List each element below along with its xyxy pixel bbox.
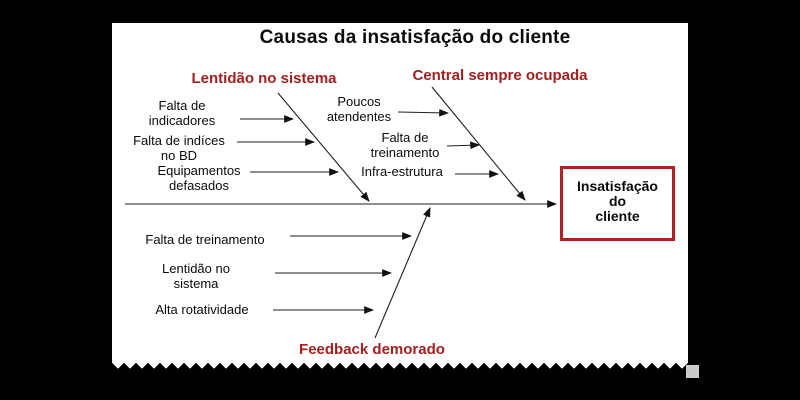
cause-label-falta-de-treinamento-inf: Falta de treinamento bbox=[145, 232, 265, 247]
cause-label-alta-rotatividade: Alta rotatividade bbox=[155, 302, 249, 317]
cause-label-lentidao-no-sistema-inf: Lentidão no sistema bbox=[162, 261, 230, 291]
category-label-central-sempre-ocupada: Central sempre ocupada bbox=[412, 67, 588, 84]
cause-label-poucos-atendentes: Poucos atendentes bbox=[326, 94, 392, 124]
corner-artifact bbox=[686, 365, 699, 378]
cause-label-falta-de-indicadores: Falta de indicadores bbox=[148, 98, 216, 128]
cause-label-equipamentos-defasados: Equipamentos defasados bbox=[157, 163, 241, 193]
cause-label-infra-estrutura: Infra-estrutura bbox=[361, 164, 443, 179]
diagram-title: Causas da insatisfação do cliente bbox=[259, 27, 571, 48]
cause-arrow-falta-treinamento-sup bbox=[446, 141, 481, 150]
torn-paper-edge bbox=[112, 362, 688, 371]
effect-box: Insatisfação do cliente bbox=[560, 166, 675, 241]
branch-line-lentidao bbox=[277, 92, 370, 202]
fishbone-lines bbox=[125, 86, 558, 339]
cause-label-falta-de-treinamento-sup: Falta de treinamento bbox=[370, 130, 440, 160]
category-label-lentidao-no-sistema: Lentidão no sistema bbox=[191, 70, 337, 87]
cause-arrow-poucos-atendentes bbox=[397, 108, 450, 117]
cause-label-falta-de-indices-bd: Falta de indíces no BD bbox=[133, 133, 225, 163]
branch-line-feedback bbox=[374, 206, 431, 339]
diagram-paper: Causas da insatisfação do cliente Lentid… bbox=[112, 23, 688, 363]
category-label-feedback-demorado: Feedback demorado bbox=[299, 341, 445, 358]
